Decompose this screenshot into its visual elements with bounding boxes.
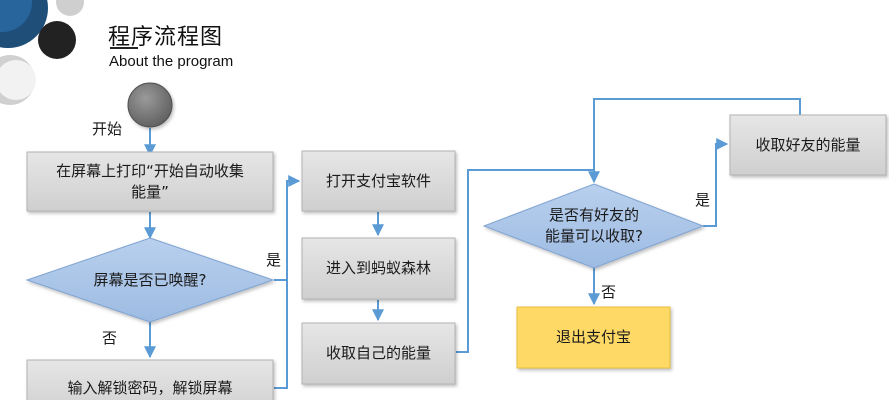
connectors (144, 98, 801, 389)
awake-yes-label: 是 (266, 251, 282, 269)
exit-alipay-box (516, 306, 671, 369)
page-title: 程序流程图 (108, 25, 224, 50)
start-node-label: 开始 (92, 120, 123, 138)
decor-circle-highlight (0, 60, 36, 100)
enter-forest-box (301, 237, 456, 300)
unlock-box (26, 359, 274, 400)
decor-circle-gray-small (56, 0, 84, 16)
screen-awake-diamond (25, 237, 275, 323)
edge-friend-loop-back (593, 98, 801, 170)
friend-yes-label: 是 (695, 191, 711, 209)
decor-circle-black (38, 21, 76, 59)
edge-collect-to-decision (456, 169, 600, 353)
friend-no-label: 否 (601, 283, 617, 301)
page-subtitle: About the program (109, 53, 234, 70)
open-alipay-box (301, 150, 456, 212)
friend-energy-diamond (482, 183, 705, 269)
collect-own-box (301, 322, 456, 385)
print-start-box (26, 151, 274, 212)
awake-no-label: 否 (102, 329, 118, 347)
collect-friend-box (729, 114, 887, 176)
edge-decision-yes-to-friend (703, 138, 729, 227)
decorative-circles (0, 0, 84, 105)
edge-unlock-to-open (274, 181, 288, 389)
start-node-circle (127, 82, 173, 128)
title-underline (110, 47, 138, 49)
decor-circle-blue-inner (0, 0, 32, 32)
